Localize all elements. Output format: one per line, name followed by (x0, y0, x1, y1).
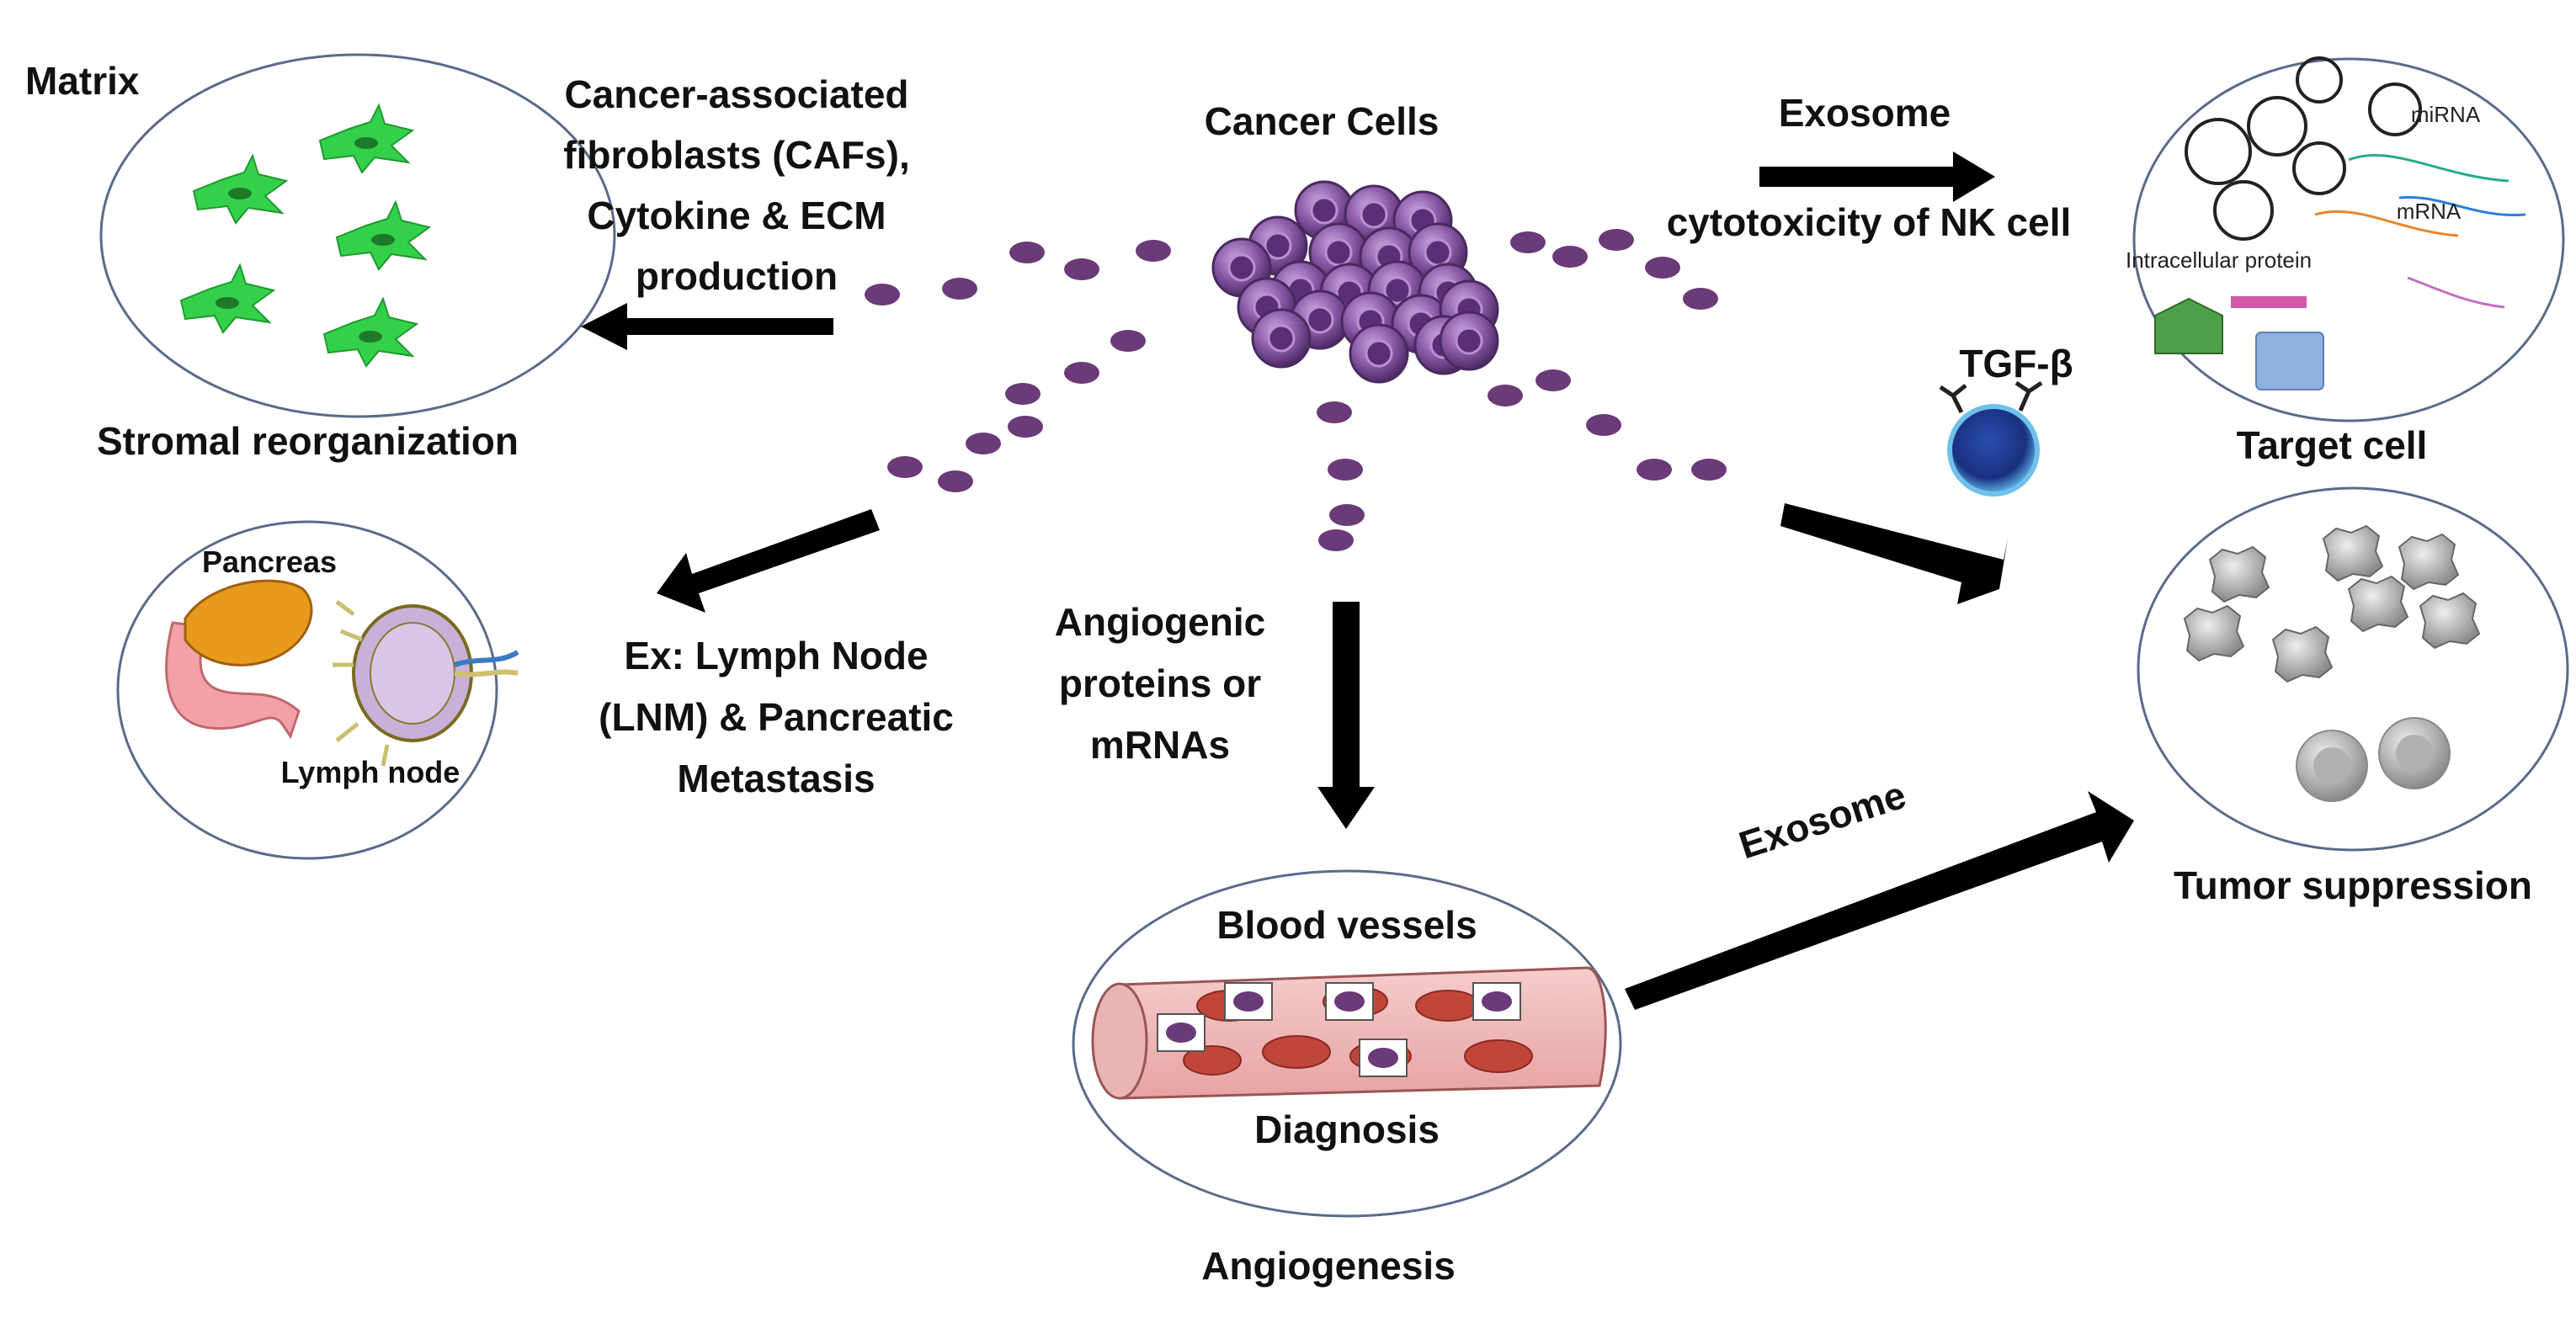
label-lnm-3: Metastasis (677, 757, 875, 800)
protein-square (2255, 332, 2324, 390)
label-diagnosis: Diagnosis (1254, 1108, 1440, 1151)
label-lnm-1: Ex: Lymph Node (624, 634, 928, 677)
target-cell-circle (2132, 57, 2565, 422)
label-pancreas: Pancreas (202, 544, 337, 579)
cancer-cell (1439, 311, 1499, 371)
label-mrna: mRNA (2397, 199, 2462, 224)
exosome-vesicle (1637, 459, 1672, 481)
label-angio-2: proteins or (1059, 661, 1261, 705)
exosome-vesicle (1535, 369, 1571, 391)
label-cafs-4: production (636, 254, 838, 298)
exosome-vesicle (1328, 459, 1363, 481)
label-lymph-node: Lymph node (281, 755, 460, 789)
exosome-vesicle (1329, 504, 1365, 526)
exosome-vesicle (1005, 383, 1041, 405)
arrow-to-matrix (581, 303, 833, 350)
arrow-to-tumor-suppression (1780, 503, 2008, 604)
exosome-vesicle (1488, 385, 1523, 406)
label-lnm-2: (LNM) & Pancreatic (599, 695, 954, 739)
label-intracellular: Intracellular protein (2126, 247, 2312, 273)
exosome-vesicle (938, 470, 973, 492)
exosome-vesicle (865, 284, 900, 305)
exosome-vesicle (942, 278, 977, 300)
rna-strands (2314, 153, 2526, 309)
exosome-vesicle (1317, 401, 1352, 423)
label-angiogenesis: Angiogenesis (1201, 1244, 1456, 1288)
lymph-node-icon (333, 600, 519, 767)
exosome-vesicle (1599, 229, 1634, 251)
label-tgf: TGF-β (1959, 342, 2073, 385)
exosome-vesicle (1683, 288, 1718, 310)
label-cafs-1: Cancer-associated (564, 72, 908, 116)
label-nk: cytotoxicity of NK cell (1667, 200, 2072, 244)
label-cancer-cells: Cancer Cells (1205, 99, 1440, 143)
label-cafs-3: Cytokine & ECM (587, 194, 886, 237)
label-cafs-2: fibroblasts (CAFs), (563, 133, 909, 177)
label-tumor-suppression: Tumor suppression (2174, 863, 2532, 907)
exosome-vesicle (1110, 330, 1146, 352)
label-target-cell: Target cell (2237, 423, 2428, 467)
label-angio-1: Angiogenic (1055, 600, 1265, 644)
exosome-vesicle (1136, 240, 1171, 262)
exosome-vesicle (1064, 362, 1099, 384)
fibroblast-cells (179, 103, 432, 368)
exosome-vesicle (1552, 246, 1588, 268)
label-mirna: miRNA (2411, 102, 2481, 127)
protein-bar (2231, 296, 2307, 308)
blood-vessel-icon (1091, 966, 1607, 1100)
arrow-vessel-to-tumor (1625, 791, 2134, 1010)
arrow-to-metastasis (657, 509, 880, 613)
arrow-to-blood-vessels (1317, 602, 1375, 829)
label-angio-3: mRNAs (1090, 723, 1230, 767)
exosome-vesicle (1510, 231, 1546, 253)
cancer-cell (1251, 308, 1312, 369)
cancer-cell (1349, 323, 1409, 384)
label-exosome-top: Exosome (1779, 91, 1951, 135)
label-matrix: Matrix (25, 59, 140, 103)
target-cell-contents (2185, 56, 2422, 241)
cancer-cell-cluster (1211, 180, 1499, 384)
exosome-vesicle (1008, 416, 1043, 438)
label-stromal: Stromal reorganization (97, 419, 519, 463)
pancreas-icon (165, 579, 313, 740)
exosome-vesicle (1645, 257, 1680, 279)
exosome-vesicle (887, 456, 923, 478)
label-exosome-bottom: Exosome (1733, 773, 1911, 868)
exosome-vesicle (1691, 459, 1727, 481)
exosome-vesicles (865, 229, 1727, 551)
exosome-vesicle (1318, 529, 1354, 551)
label-blood-vessels: Blood vessels (1216, 903, 1477, 947)
nk-cell-icon (1939, 380, 2043, 497)
apoptotic-cells (2183, 524, 2481, 802)
exosome-vesicle (1009, 242, 1045, 263)
exosome-vesicle (1064, 258, 1099, 280)
exosome-vesicle (1586, 414, 1621, 436)
arrow-to-target-cell (1759, 151, 1995, 202)
protein-pentagon (2154, 297, 2223, 354)
exosome-vesicle (966, 433, 1001, 454)
